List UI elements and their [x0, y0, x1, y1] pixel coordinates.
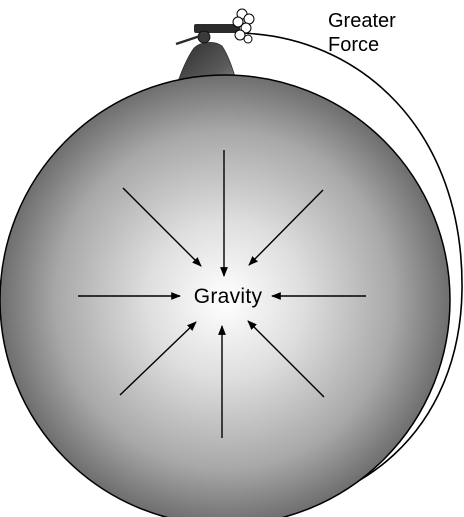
- cannon-icon: [176, 24, 240, 44]
- force-label-line-1: Greater: [328, 9, 438, 33]
- gravity-label: Gravity: [182, 283, 274, 311]
- greater-force-label: Greater Force: [328, 9, 438, 57]
- force-label-line-2: Force: [328, 33, 438, 57]
- smoke-cloud-icon: [233, 9, 254, 43]
